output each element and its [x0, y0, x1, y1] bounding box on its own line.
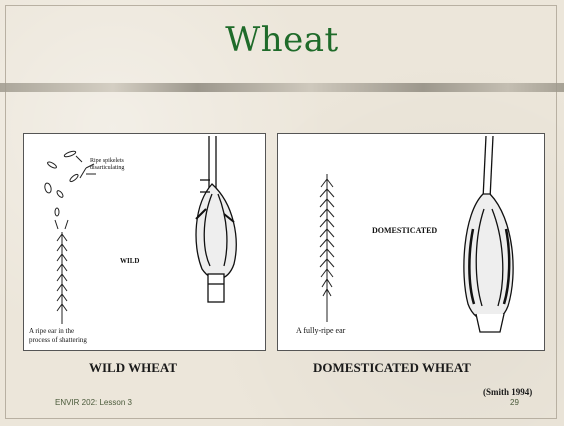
- citation: (Smith 1994): [483, 387, 532, 397]
- spikelets-label-line2: disarticulating: [90, 165, 124, 171]
- wild-label: WILD: [120, 257, 139, 265]
- domesticated-wheat-illustration: [278, 134, 544, 350]
- wild-wheat-illustration: [24, 134, 265, 350]
- page-number: 29: [510, 398, 519, 407]
- domesticated-label: DOMESTICATED: [372, 226, 437, 235]
- caption-domesticated-wheat: DOMESTICATED WHEAT: [313, 360, 471, 376]
- title-divider: [0, 83, 564, 92]
- footer-course: ENVIR 202: Lesson 3: [55, 398, 132, 407]
- wild-ear-label-line1: A ripe ear in the: [29, 327, 74, 335]
- spikelets-label-line1: Ripe spikelets: [90, 158, 124, 164]
- wild-wheat-figure: Ripe spikelets disarticulating WILD A ri…: [23, 133, 266, 351]
- domesticated-wheat-figure: DOMESTICATED A fully-ripe ear: [277, 133, 545, 351]
- slide-title: Wheat: [0, 20, 564, 60]
- caption-wild-wheat: WILD WHEAT: [89, 360, 177, 376]
- domesticated-ear-label: A fully-ripe ear: [296, 326, 345, 335]
- wild-ear-label-line2: process of shattering: [29, 336, 87, 344]
